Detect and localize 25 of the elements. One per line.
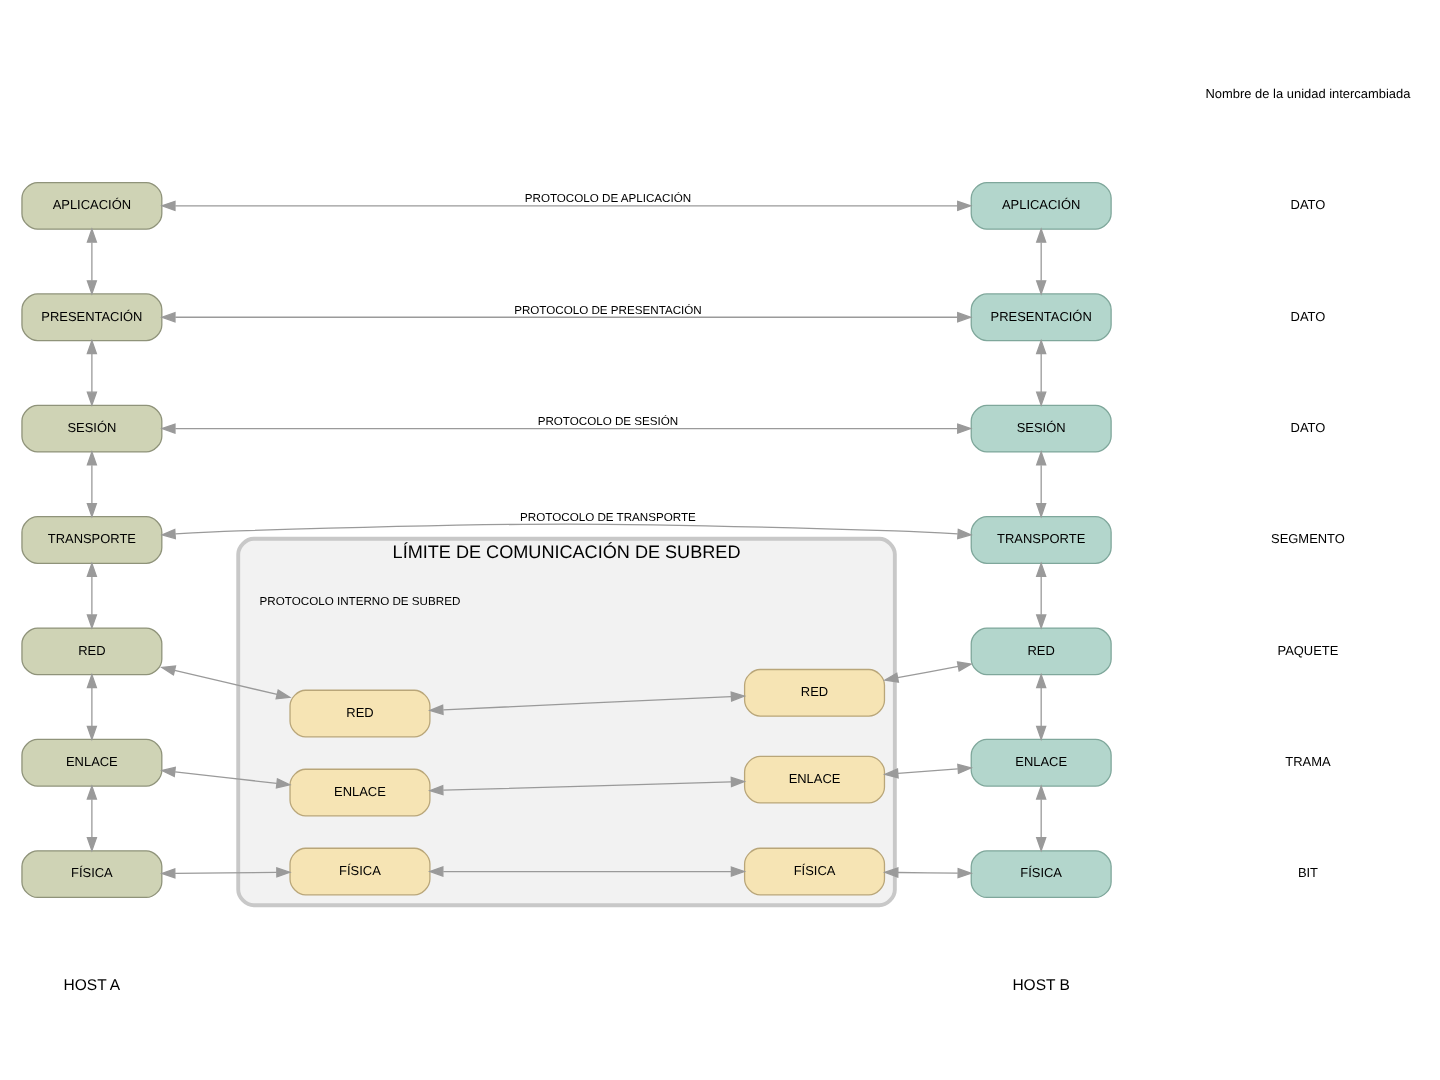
arrow xyxy=(86,561,98,630)
arrow xyxy=(1035,561,1047,630)
arrow xyxy=(86,672,98,742)
arrow xyxy=(86,227,98,296)
arrow xyxy=(160,423,973,435)
arrow xyxy=(160,311,973,323)
arrow xyxy=(1035,227,1047,296)
arrow xyxy=(427,691,747,716)
arrow xyxy=(1035,450,1047,519)
arrow xyxy=(160,200,973,212)
arrow xyxy=(427,866,747,877)
arrow xyxy=(882,867,974,879)
arrow xyxy=(86,450,98,519)
arrow xyxy=(86,784,98,853)
arrow xyxy=(1035,672,1047,742)
arrow xyxy=(160,665,292,700)
arrow xyxy=(159,766,292,789)
arrow xyxy=(427,776,747,796)
arrow xyxy=(882,661,973,683)
arrow xyxy=(160,523,973,540)
arrow xyxy=(159,866,292,879)
arrow xyxy=(86,338,98,408)
arrow xyxy=(1035,784,1047,853)
arrow xyxy=(882,763,974,779)
arrow xyxy=(1035,338,1047,408)
